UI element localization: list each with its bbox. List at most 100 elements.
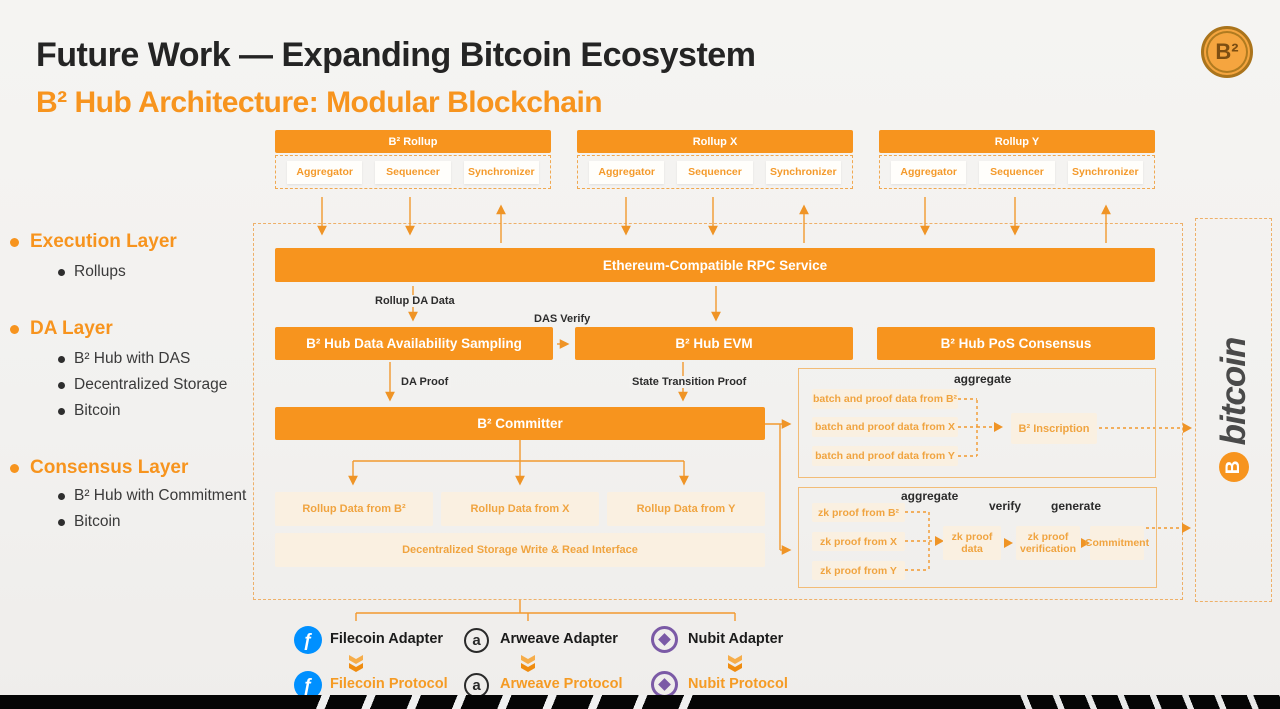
zk-proof-x-box: zk proof from X xyxy=(812,532,905,551)
das-bar: B² Hub Data Availability Sampling xyxy=(275,327,553,360)
b2-logo-text: B² xyxy=(1215,39,1239,64)
storage-interface-box: Decentralized Storage Write & Read Inter… xyxy=(275,533,765,567)
arweave-protocol-label: Arweave Protocol xyxy=(500,676,623,692)
committer-bar: B² Committer xyxy=(275,407,765,440)
sidebar-section-da-layer: DA Layer xyxy=(10,318,113,340)
filecoin-icon: ƒ xyxy=(294,626,322,654)
filecoin-glyph: ƒ xyxy=(302,674,313,695)
page-title: Future Work — Expanding Bitcoin Ecosyste… xyxy=(36,36,756,74)
component-sequencer: Sequencer xyxy=(375,160,451,184)
dashed-flow-lines xyxy=(905,398,1181,571)
pos-consensus-bar: B² Hub PoS Consensus xyxy=(877,327,1155,360)
label-state-transition-proof: State Transition Proof xyxy=(629,376,750,388)
sidebar-item-bitcoin-da: Bitcoin xyxy=(58,402,121,420)
batch-data-x-box: batch and proof data from X xyxy=(812,417,958,437)
down-chevron-icon xyxy=(521,655,535,672)
sidebar-item-b2-hub-commitment: B² Hub with Commitment xyxy=(58,487,246,505)
sidebar-section-execution-layer: Execution Layer xyxy=(10,231,177,253)
rollup-title-bar: B² Rollup xyxy=(275,130,551,153)
rollup-data-x-box: Rollup Data from X xyxy=(441,492,599,526)
filecoin-icon: ƒ xyxy=(294,671,322,699)
arweave-glyph: a xyxy=(472,632,481,649)
nubit-adapter-label: Nubit Adapter xyxy=(688,631,784,647)
filecoin-protocol-label: Filecoin Protocol xyxy=(330,676,448,692)
arweave-glyph: a xyxy=(472,677,481,694)
nubit-protocol-label: Nubit Protocol xyxy=(688,676,788,692)
batch-data-b2-box: batch and proof data from B² xyxy=(812,389,958,409)
item-label: Rollups xyxy=(74,263,126,280)
section-label: Consensus Layer xyxy=(30,457,189,478)
bullet-icon xyxy=(10,324,19,334)
section-label: DA Layer xyxy=(30,318,113,339)
component-aggregator: Aggregator xyxy=(891,160,967,184)
rollup-group-y: Rollup Y Aggregator Sequencer Synchroniz… xyxy=(879,130,1155,189)
sidebar-item-rollups: Rollups xyxy=(58,263,126,281)
item-label: Bitcoin xyxy=(74,402,121,419)
bullet-icon xyxy=(58,268,65,276)
down-chevron-icon xyxy=(349,655,363,672)
b2-logo-icon: B² xyxy=(1201,26,1253,78)
hatch-pattern xyxy=(1000,695,1280,709)
zk-proof-data-box: zk proof data xyxy=(943,526,1001,560)
sidebar-item-b2-hub-das: B² Hub with DAS xyxy=(58,350,190,368)
component-synchronizer: Synchronizer xyxy=(765,160,841,184)
item-label: B² Hub with Commitment xyxy=(74,487,247,504)
item-label: Decentralized Storage xyxy=(74,376,228,393)
rollup-group-b2: B² Rollup Aggregator Sequencer Synchroni… xyxy=(275,130,551,189)
filecoin-glyph: ƒ xyxy=(302,629,313,650)
batch-aggregate-label: aggregate xyxy=(954,372,1012,386)
bullet-icon xyxy=(58,407,65,415)
batch-data-y-box: batch and proof data from Y xyxy=(812,446,958,466)
label-da-proof: DA Proof xyxy=(398,376,452,388)
component-aggregator: Aggregator xyxy=(589,160,665,184)
down-chevron-icon xyxy=(728,655,742,672)
sidebar-item-decentralized-storage: Decentralized Storage xyxy=(58,376,227,394)
rollup-components: Aggregator Sequencer Synchronizer xyxy=(577,155,853,189)
sidebar-item-bitcoin-consensus: Bitcoin xyxy=(58,513,121,531)
bullet-icon xyxy=(10,463,19,473)
label-rollup-da-data: Rollup DA Data xyxy=(372,295,458,307)
rollup-components: Aggregator Sequencer Synchronizer xyxy=(275,155,551,189)
component-sequencer: Sequencer xyxy=(677,160,753,184)
zk-aggregate-label: aggregate xyxy=(901,489,959,503)
bottom-decorative-bar xyxy=(0,695,1280,709)
page-subtitle: B² Hub Architecture: Modular Blockchain xyxy=(36,86,603,119)
component-synchronizer: Synchronizer xyxy=(1067,160,1143,184)
bitcoin-layer-container xyxy=(1195,218,1272,602)
bullet-icon xyxy=(58,492,65,500)
nubit-icon xyxy=(651,626,678,653)
filecoin-adapter-label: Filecoin Adapter xyxy=(330,631,444,647)
rollup-title-bar: Rollup Y xyxy=(879,130,1155,153)
bullet-icon xyxy=(58,381,65,389)
rpc-service-bar: Ethereum-Compatible RPC Service xyxy=(275,248,1155,282)
component-sequencer: Sequencer xyxy=(979,160,1055,184)
label-das-verify: DAS Verify xyxy=(531,313,594,325)
sidebar-section-consensus-layer: Consensus Layer xyxy=(10,457,188,479)
rollup-group-x: Rollup X Aggregator Sequencer Synchroniz… xyxy=(577,130,853,189)
bullet-icon xyxy=(58,355,65,363)
bitcoin-label: bitcoin xyxy=(1214,337,1253,446)
bitcoin-wordmark: B bitcoin xyxy=(1204,290,1264,530)
zk-generate-label: generate xyxy=(1051,499,1102,513)
bullet-icon xyxy=(10,237,19,247)
bitcoin-icon: B xyxy=(1219,452,1249,483)
evm-bar: B² Hub EVM xyxy=(575,327,853,360)
section-label: Execution Layer xyxy=(30,231,177,252)
arweave-adapter-label: Arweave Adapter xyxy=(500,631,618,647)
hub-flow-arrows xyxy=(348,286,792,621)
rollup-rpc-arrows xyxy=(317,197,1111,243)
b2-inscription-box: B² Inscription xyxy=(1011,413,1097,444)
zk-verify-label: verify xyxy=(989,499,1022,513)
item-label: B² Hub with DAS xyxy=(74,350,191,367)
zk-proof-b2-box: zk proof from B² xyxy=(812,503,905,522)
arweave-icon: a xyxy=(464,628,489,653)
hub-container xyxy=(253,223,1183,600)
rollup-data-b2-box: Rollup Data from B² xyxy=(275,492,433,526)
nubit-icon xyxy=(651,671,678,698)
rollup-data-y-box: Rollup Data from Y xyxy=(607,492,765,526)
item-label: Bitcoin xyxy=(74,513,121,530)
rollup-components: Aggregator Sequencer Synchronizer xyxy=(879,155,1155,189)
batch-aggregate-group xyxy=(798,368,1156,478)
zk-proof-y-box: zk proof from Y xyxy=(812,561,905,580)
